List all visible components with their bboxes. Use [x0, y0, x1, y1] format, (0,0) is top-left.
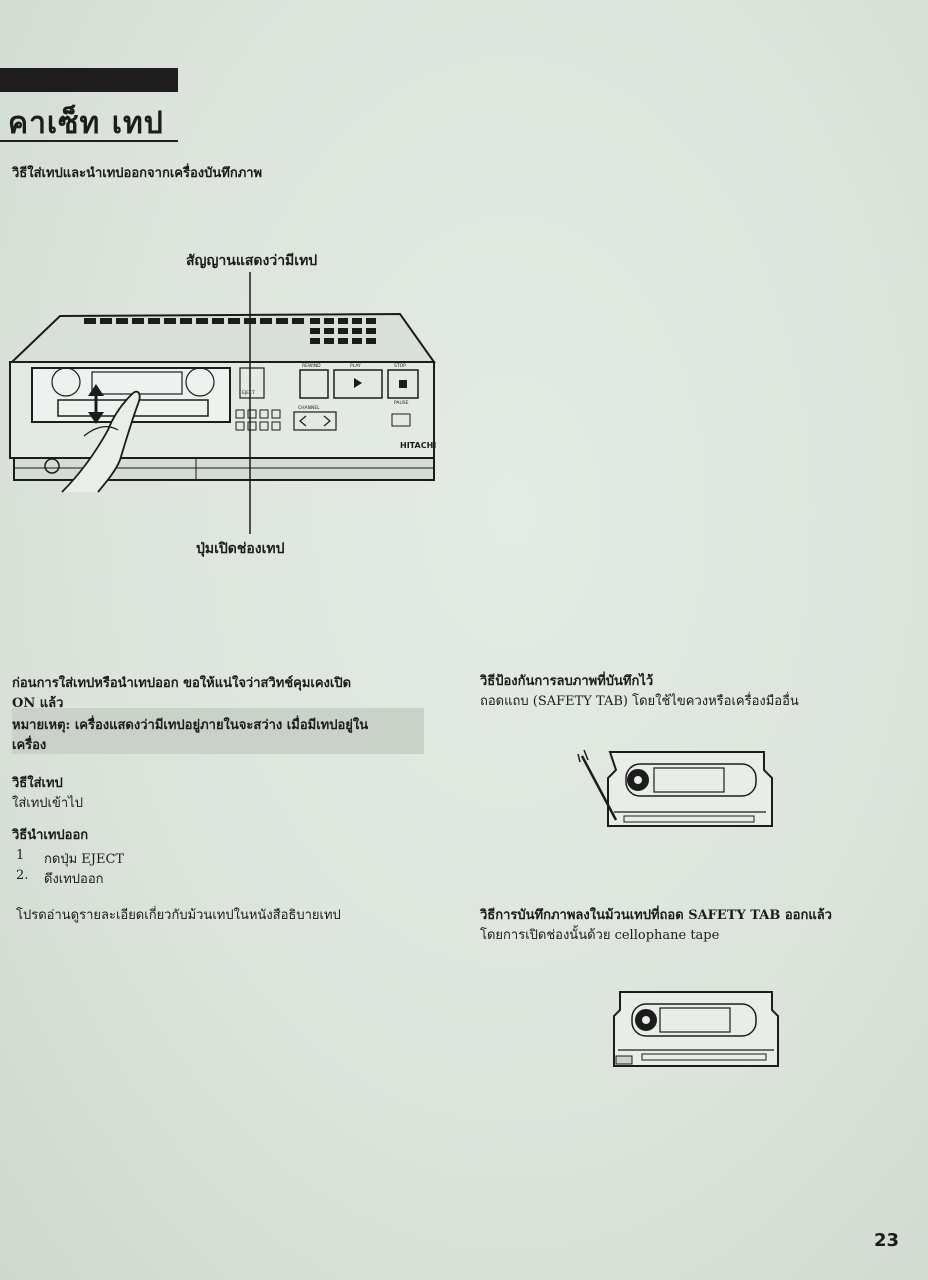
vcr-illustration: REWIND PLAY STOP EJECT PAUSE CHANNEL HIT…: [9, 272, 436, 534]
header-bar: [0, 68, 178, 92]
vcr-label-play: PLAY: [350, 363, 361, 369]
note-line-2: เครื่อง: [12, 738, 47, 753]
remove-step-2-num: 2.: [16, 868, 29, 883]
intro-line-2: ON แล้ว: [12, 696, 64, 711]
vcr-label-eject: EJECT: [242, 390, 255, 396]
insert-step: ใส่เทปเข้าไป: [12, 796, 83, 811]
vcr-label-rewind: REWIND: [302, 363, 321, 369]
insert-heading: วิธีใส่เทป: [12, 776, 63, 791]
cassette-tab-removal-illustration: [577, 749, 773, 827]
rerecord-line-2: โดยการเปิดช่องนั้นด้วย cellophane tape: [480, 928, 720, 943]
page-number: 23: [874, 1230, 900, 1251]
remove-step-1-num: 1: [16, 848, 25, 863]
vcr-label-channel: CHANNEL: [298, 405, 320, 411]
vcr-label-stop: STOP: [394, 363, 406, 369]
tape-indicator-label: สัญญานแสดงว่ามีเทป: [186, 253, 318, 269]
title-underline: [0, 140, 178, 142]
footer-note: โปรดอ่านดูรายละเอียดเกี่ยวกับม้วนเทปในหน…: [16, 908, 341, 923]
remove-step-1-text: กดปุ่ม EJECT: [44, 852, 125, 867]
page-subtitle: วิธีใส่เทปและนำเทปออกจากเครื่องบันทึกภาพ: [12, 166, 263, 181]
eject-button-label: ปุ่มเปิดช่องเทป: [196, 541, 285, 557]
vcr-brand: HITACHI: [400, 441, 436, 450]
rerecord-line-1: วิธีการบันทึกภาพลงในม้วนเทปที่ถอด SAFETY…: [480, 908, 832, 923]
note-line-1: หมายเหตุ: เครื่องแสดงว่ามีเทปอยู่ภายในจะ…: [12, 718, 369, 733]
prevent-heading: วิธีป้องกันการลบภาพที่บันทึกไว้: [480, 674, 654, 689]
cassette-taped-illustration: [613, 991, 779, 1067]
remove-step-2-text: ดึงเทปออก: [44, 872, 104, 887]
note-box: [12, 708, 424, 754]
intro-line-1: ก่อนการใส่เทปหรือนำเทปออก ขอให้แน่ใจว่าส…: [12, 676, 352, 691]
prevent-text: ถอดแถบ (SAFETY TAB) โดยใช้ไขควงหรือเครื่…: [480, 694, 799, 709]
vcr-label-pause: PAUSE: [394, 400, 409, 406]
page-title: คาเซ็ท เทป: [8, 106, 164, 141]
remove-heading: วิธีนำเทปออก: [12, 828, 89, 843]
